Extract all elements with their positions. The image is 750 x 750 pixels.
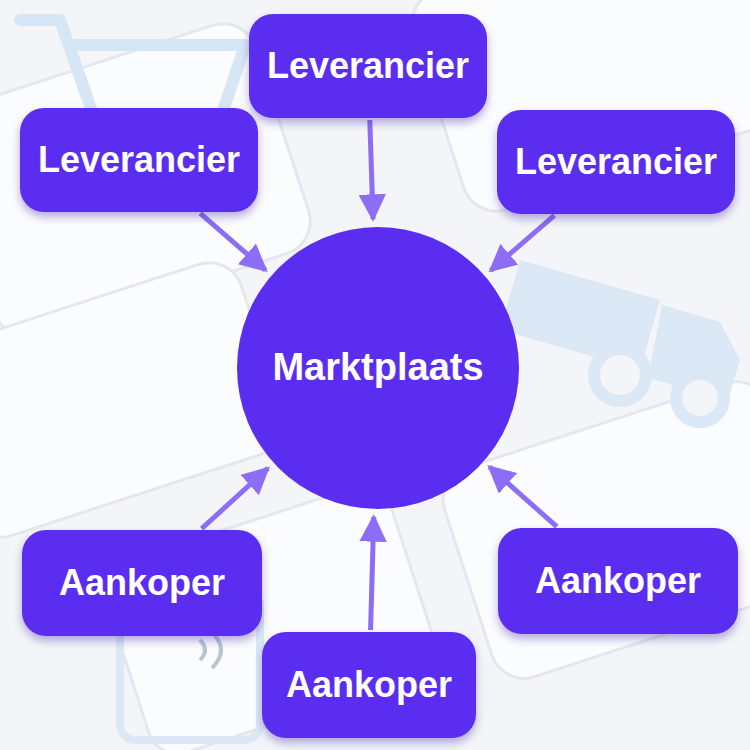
hub-circle: Marktplaats (237, 227, 519, 509)
truck-icon (500, 260, 740, 422)
flow-arrow (489, 467, 556, 527)
role-box: Leverancier (497, 110, 735, 214)
node-label: Aankoper (535, 560, 701, 601)
flow-arrow (370, 120, 373, 219)
role-box: Aankoper (498, 528, 738, 634)
node-label: Leverancier (515, 141, 717, 182)
node-label: Aankoper (59, 562, 225, 603)
role-box: Leverancier (20, 108, 258, 212)
node-label: Marktplaats (272, 346, 483, 390)
role-box: Aankoper (262, 632, 476, 738)
node-label: Leverancier (38, 139, 240, 180)
circle-shape (237, 227, 519, 509)
role-box: Leverancier (249, 14, 487, 118)
flow-arrow (202, 468, 268, 528)
node-label: Aankoper (286, 664, 452, 705)
flow-arrow (491, 215, 555, 270)
flow-arrow (371, 517, 374, 630)
node-label: Leverancier (267, 45, 469, 86)
role-box: Aankoper (22, 530, 262, 636)
flow-arrow (200, 213, 265, 270)
